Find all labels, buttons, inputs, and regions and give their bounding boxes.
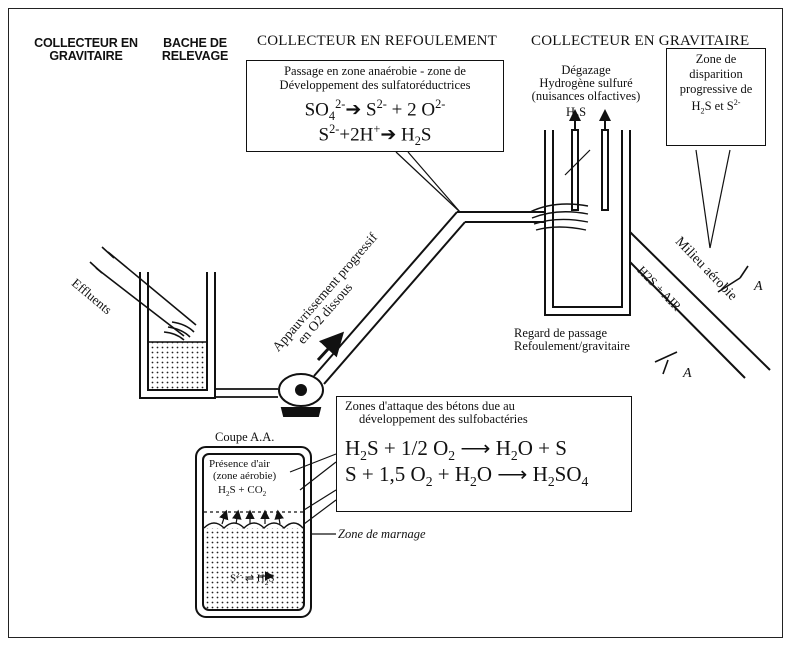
attack-pointer-lines <box>289 453 337 535</box>
gravity-sewer-pipe <box>629 231 771 379</box>
h2s-formation-equation: S2-+2H+➔ H2S <box>318 122 432 149</box>
section-title: Coupe A.A. <box>215 430 275 444</box>
pump-symbol <box>278 373 324 417</box>
header-gravity-sewer-left: COLLECTEUR EN GRAVITAIRE <box>34 36 138 64</box>
header-gravity-sewer-right: COLLECTEUR EN GRAVITAIRE <box>531 33 750 49</box>
concrete-attack-box: Zones d'attaque des bétons due au dévelo… <box>336 396 632 512</box>
discharge-line <box>215 388 278 398</box>
header-rising-main: COLLECTEUR EN REFOULEMENT <box>257 33 497 49</box>
rising-main-pipe <box>313 211 545 385</box>
pointer-lines <box>395 149 731 249</box>
section-arrows <box>219 509 284 581</box>
section-marker-a <box>654 265 749 375</box>
flow-arrow <box>316 331 345 362</box>
sulfuric-acid-equation: S + 1,5 O2 + H2O ⟶ H2SO4 <box>345 462 589 490</box>
h2s-vent-label: H2S <box>566 105 587 122</box>
gas-arrows <box>569 109 611 128</box>
sulfate-reduction-equation: SO42-➔ S2- + 2 O2- <box>304 97 446 124</box>
manhole-label: Regard de passage Refoulement/gravitaire <box>514 326 630 354</box>
degassing-label: Dégazage Hydrogène sulfuré (nuisances ol… <box>531 63 641 104</box>
anaerobic-line2: Développement des sulfatoréductrices <box>279 78 471 92</box>
air-presence-label: Présence d'air (zone aérobie) <box>209 458 277 482</box>
tidal-zone-label: Zone de marnage <box>338 527 426 541</box>
h2s-disappearance-box: Zone de disparition progressive de H2S e… <box>666 48 766 146</box>
sulfide-equilibrium-label: S2- ⇌ H2S <box>230 571 275 587</box>
figure-frame <box>8 8 783 638</box>
effluent-inlet-pipe <box>89 246 197 341</box>
section-a-lower: A <box>683 366 692 381</box>
h2s-co2-label: H2S + CO2 <box>218 484 267 499</box>
lift-station-tank <box>139 272 216 399</box>
header-lift-station: BACHE DE RELEVAGE <box>161 36 229 64</box>
manhole-chamber <box>544 118 631 316</box>
anaerobic-line1: Passage en zone anaérobie - zone de <box>284 64 466 78</box>
section-a-upper: A <box>754 279 763 294</box>
h2s-oxidation-equation: H2S + 1/2 O2 ⟶ H2O + S <box>345 436 567 464</box>
cross-section-aa <box>195 446 312 618</box>
water-jet <box>529 203 589 231</box>
anaerobic-zone-box: Passage en zone anaérobie - zone de Déve… <box>246 60 504 152</box>
